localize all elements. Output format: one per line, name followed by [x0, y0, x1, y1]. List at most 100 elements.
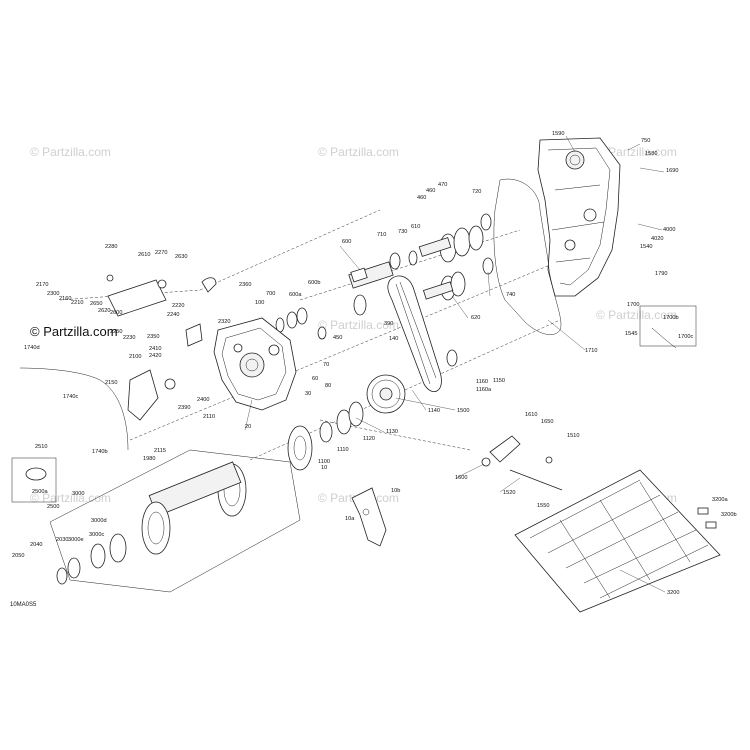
- part-callout: 3000c: [89, 532, 104, 538]
- part-callout: 2115: [154, 448, 166, 454]
- part-callout: 10a: [345, 516, 355, 522]
- shift-lever: [481, 435, 563, 491]
- part-callout: 10b: [391, 488, 400, 494]
- part-callout: 2610: [138, 252, 150, 258]
- watermark: © Partzilla.com: [596, 308, 677, 322]
- part-callout: 2600: [110, 310, 122, 316]
- part-callout: 2210: [71, 300, 83, 306]
- callout-labels: 159075015801690400040201540179017001700b…: [12, 131, 737, 596]
- part-callout: 1790: [655, 271, 667, 277]
- drive-sprocket-assembly: [49, 425, 313, 593]
- part-callout: 1150: [493, 378, 505, 384]
- part-callout: 620: [471, 315, 480, 321]
- part-callout: 470: [438, 182, 447, 188]
- part-callout: 710: [377, 232, 386, 238]
- watermark: © Partzilla.com: [30, 491, 111, 505]
- shift-linkage: [19, 274, 217, 451]
- part-callout: 1700c: [678, 334, 693, 340]
- part-callout: 2350: [147, 334, 159, 340]
- part-callout: 2410: [149, 346, 161, 352]
- watermark: © Partzilla.com: [30, 145, 111, 159]
- part-callout: 2270: [155, 250, 167, 256]
- gearbox-housing-left: [213, 317, 297, 411]
- part-callout: 700: [266, 291, 275, 297]
- figure-code: 10MA0S5: [10, 602, 37, 608]
- part-callout: 2110: [203, 414, 215, 420]
- rings-and-seals: [319, 401, 364, 443]
- part-callout: 1740c: [63, 394, 78, 400]
- drive-chain: [387, 275, 442, 393]
- part-callout: 450: [333, 335, 342, 341]
- watermark: © Partzilla.com: [596, 145, 677, 159]
- part-callout: 2320: [218, 319, 230, 325]
- part-callout: 1700b: [663, 315, 679, 321]
- part-callout: 1100: [318, 459, 330, 465]
- cable: [651, 327, 677, 349]
- part-callout: 2500a: [32, 489, 48, 495]
- part-callout: 600a: [289, 292, 302, 298]
- part-callout: 460: [426, 188, 435, 194]
- watermark-strong: © Partzilla.com: [30, 324, 118, 339]
- part-callout: 740: [506, 292, 515, 298]
- part-callout: 1590: [552, 131, 564, 137]
- part-callout: 2400: [197, 397, 209, 403]
- part-callout: 1650: [541, 419, 553, 425]
- part-callout: 2100: [129, 354, 141, 360]
- part-callout: 80: [325, 383, 331, 389]
- part-callout: 600b: [308, 280, 320, 286]
- sprocket-gear: [366, 349, 458, 414]
- part-callout: 2220: [172, 303, 184, 309]
- part-callout: 3200b: [721, 512, 737, 518]
- part-callout: 20: [245, 424, 251, 430]
- gearbox-cover-right: [537, 137, 621, 297]
- part-callout: 2620: [98, 308, 110, 314]
- part-callout: 3000: [72, 491, 84, 497]
- leader-lines: [244, 135, 666, 593]
- part-callout: 2150: [105, 380, 117, 386]
- part-callout: 1690: [666, 168, 678, 174]
- part-callout: 1740d: [24, 345, 40, 351]
- part-callout: 2050: [12, 553, 24, 559]
- part-callout: 1520: [503, 490, 515, 496]
- part-callout: 60: [312, 376, 318, 382]
- part-callout: 730: [398, 229, 407, 235]
- part-callout: 1500: [457, 408, 469, 414]
- part-callout: 1130: [386, 429, 398, 435]
- part-callout: 460: [417, 195, 426, 201]
- part-callout: 1700: [627, 302, 639, 308]
- part-callout: 10: [321, 465, 327, 471]
- part-callout: 720: [472, 189, 481, 195]
- part-callout: 1710: [585, 348, 597, 354]
- part-callout: 610: [411, 224, 420, 230]
- part-callout: 2390: [178, 405, 190, 411]
- watermark: © Partzilla.com: [318, 145, 399, 159]
- part-callout: 2030: [56, 537, 68, 543]
- part-callout: 2300: [47, 291, 59, 297]
- part-callout: 2420: [149, 353, 161, 359]
- part-callout: 2630: [175, 254, 187, 260]
- part-callout: 1120: [363, 436, 375, 442]
- part-callout: 2170: [36, 282, 48, 288]
- part-callout: 1160: [476, 379, 488, 385]
- part-callout: 4020: [651, 236, 663, 242]
- part-callout: 2040: [30, 542, 42, 548]
- watermark: © Partzilla.com: [318, 318, 399, 332]
- part-callout: 1160a: [476, 387, 492, 393]
- part-callout: 2250: [110, 329, 122, 335]
- part-callout: 100: [255, 300, 264, 306]
- part-callout: 2360: [239, 282, 251, 288]
- part-callout: 2240: [167, 312, 179, 318]
- part-callout: 1140: [428, 408, 440, 414]
- part-callout: 3000d: [91, 518, 107, 524]
- part-callout: 1110: [337, 447, 349, 453]
- part-callout: 2280: [105, 244, 117, 250]
- part-callout: 1545: [625, 331, 637, 337]
- part-callout: 1540: [640, 244, 652, 250]
- part-callout: 3200: [667, 590, 679, 596]
- part-callout: 1980: [143, 456, 155, 462]
- part-callout: 2510: [35, 444, 47, 450]
- skid-plate: [514, 469, 721, 613]
- part-callout: 1510: [567, 433, 579, 439]
- part-callout: 2650: [90, 301, 102, 307]
